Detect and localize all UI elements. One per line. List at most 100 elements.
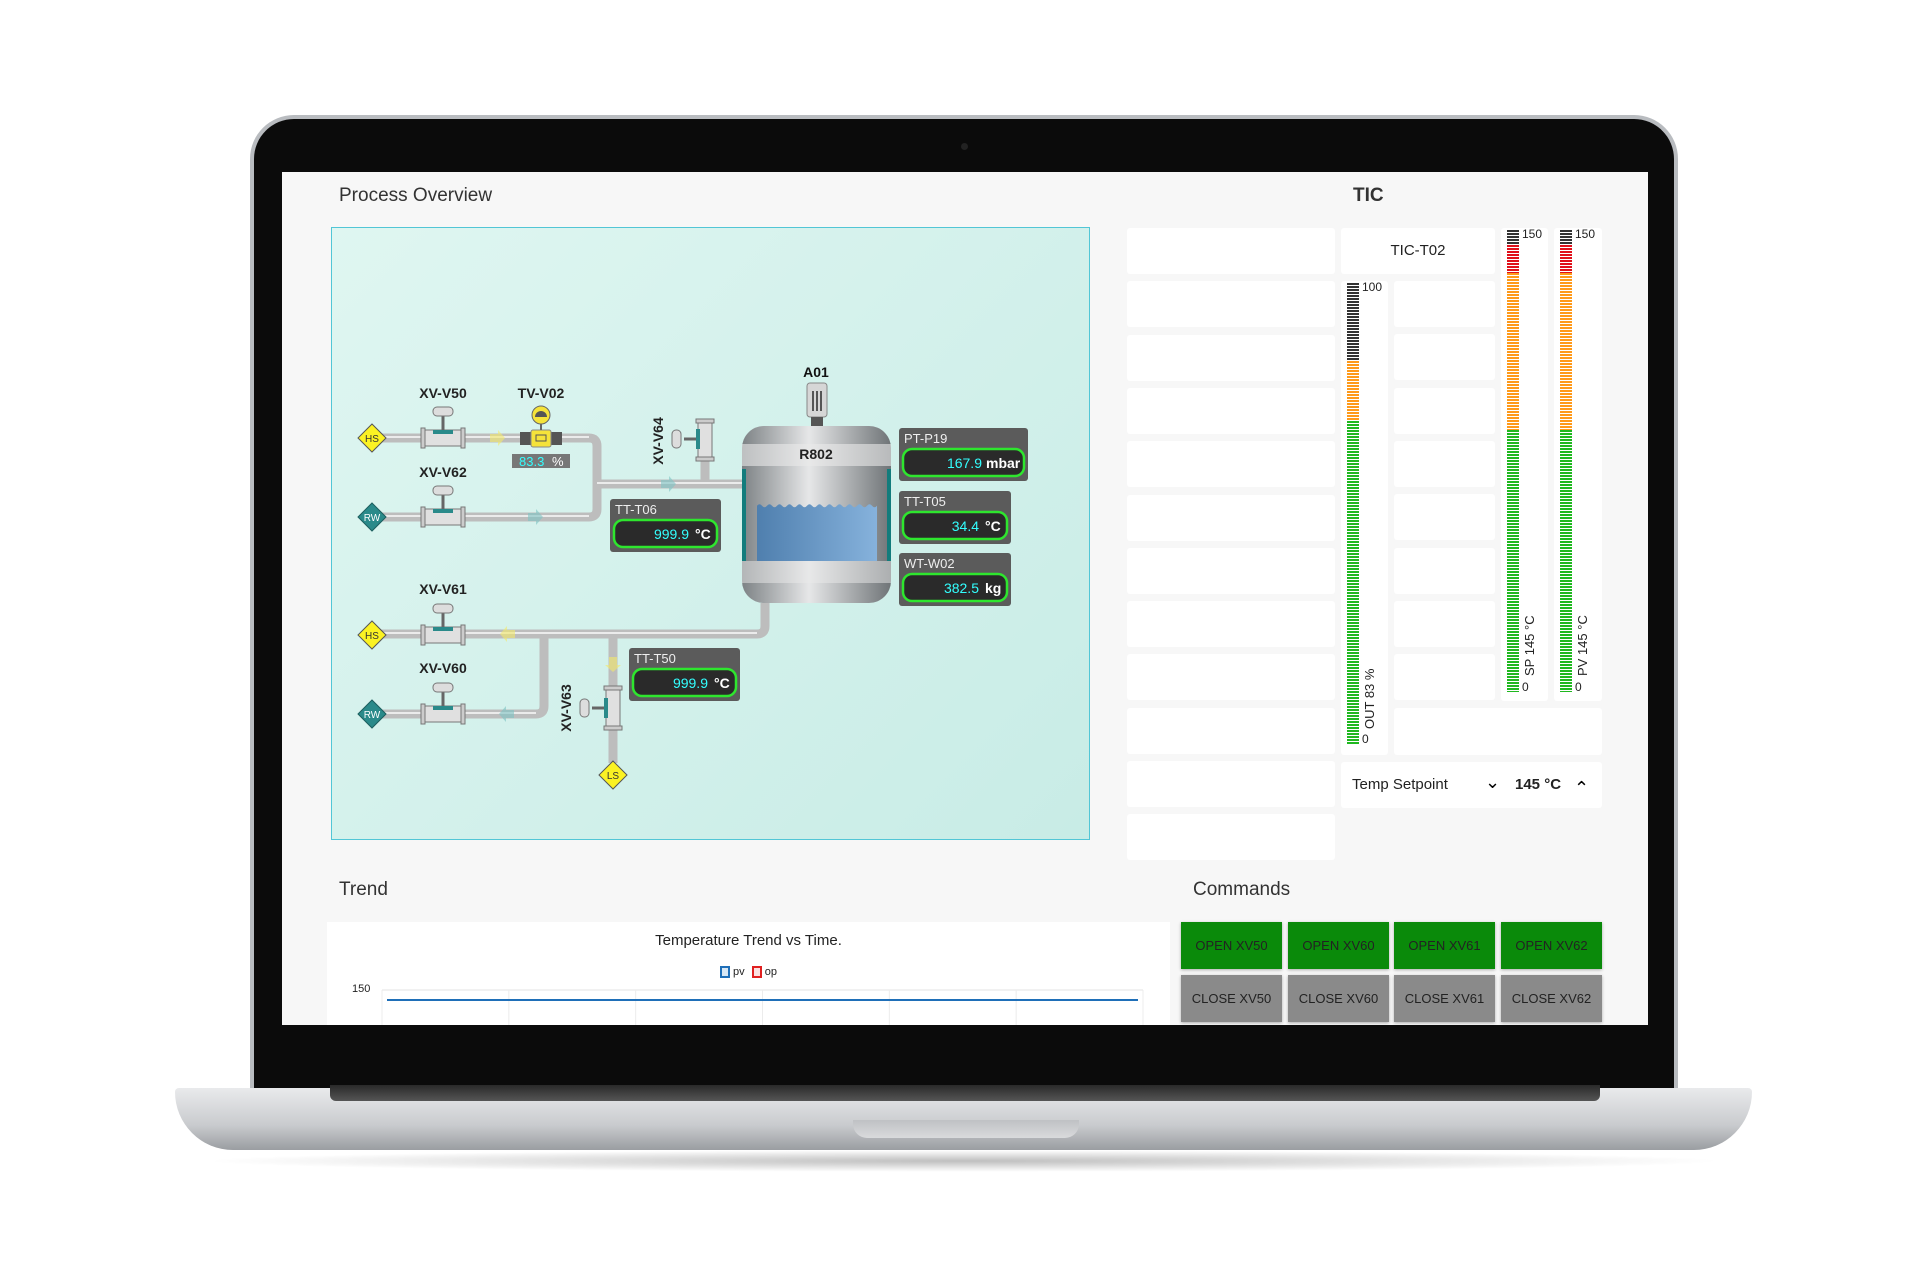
instrument-unit: mbar [986,455,1021,471]
svg-text:HS: HS [365,434,379,445]
svg-text:LS: LS [607,771,620,782]
instrument-tag: WT-W02 [904,556,955,571]
xv-v62-label: XV-V62 [419,464,467,480]
trend-title: Trend [339,879,388,900]
xv-v60-valve[interactable] [420,682,466,725]
open-xv50-button[interactable]: OPEN XV50 [1181,922,1282,969]
pv-gauge: 150 0 PV 145 °C [1554,227,1602,701]
xv-v64-label: XV-V64 [650,417,666,465]
instrument-tt-t06[interactable]: TT-T06 999.9 °C [610,499,721,552]
tic-blank-cell [1127,601,1335,648]
tic-blank-cell [1127,494,1335,541]
tic-blank-cell [1394,708,1602,755]
pv-max: 150 [1575,227,1596,241]
xv-v63-label: XV-V63 [558,684,574,732]
close-xv62-button[interactable]: CLOSE XV62 [1501,975,1602,1022]
xv-v63-valve[interactable] [579,685,623,731]
trend-chart: Temperature Trend vs Time. pv op 150 [327,922,1170,1025]
instrument-tag: TT-T06 [615,502,657,517]
flow-arrow-icon [490,430,505,446]
tic-blank-cell [1394,547,1495,594]
tv-v02-unit: % [552,454,564,469]
xv-v50-valve[interactable] [420,406,466,449]
instrument-unit: °C [714,675,730,691]
empty-zone [1560,230,1572,246]
sp-gauge-bars [1507,230,1519,692]
legend-pv[interactable]: pv [733,966,745,978]
reactor-liquid [757,504,877,561]
tic-blank-cell [1394,600,1495,647]
close-xv60-button[interactable]: CLOSE XV60 [1288,975,1389,1022]
tic-blank-cell [1394,387,1495,434]
rw-endpoint-2: RW [357,699,387,729]
pv-min: 0 [1575,680,1582,694]
tic-blank-cell [1127,814,1335,861]
empty-zone [1507,230,1519,246]
orange-zone [1507,273,1519,431]
tic-blank-cell [1394,494,1495,541]
pipe-bottom [381,603,770,639]
open-xv60-button[interactable]: OPEN XV60 [1288,922,1389,969]
close-xv50-button[interactable]: CLOSE XV50 [1181,975,1282,1022]
pv-gauge-bars [1560,230,1572,692]
rw-endpoint-1: RW [357,502,387,532]
tic-blank-cell [1394,654,1495,701]
flow-arrow-icon [605,657,621,672]
instrument-value: 999.9 [654,526,689,542]
open-xv62-button[interactable]: OPEN XV62 [1501,922,1602,969]
flow-arrow-icon [500,626,515,642]
instrument-tt-t50[interactable]: TT-T50 999.9 °C [629,648,740,701]
svg-text:RW: RW [364,513,381,524]
pipe-top-loop [381,433,602,522]
xv-v62-valve[interactable] [420,485,466,528]
legend-op-swatch[interactable] [751,966,762,979]
tv-v02-label: TV-V02 [518,385,565,401]
tic-blank-cell [1127,707,1335,754]
sp-gauge: 150 0 SP 145 °C [1501,227,1548,701]
tic-title: TIC [1353,185,1384,206]
hs-endpoint-1: HS [357,423,387,453]
instrument-unit: °C [985,518,1001,534]
instrument-value: 999.9 [673,675,708,691]
tic-blank-cell [1394,440,1495,487]
tic-blank-cell [1127,387,1335,434]
instrument-unit: °C [695,526,711,542]
process-diagram: HS RW HS RW LS XV-V50 TV-V02 XV-V62 XV-V… [331,227,1090,840]
reactor-label: R802 [799,446,833,462]
process-svg: HS RW HS RW LS XV-V50 TV-V02 XV-V62 XV-V… [357,364,1028,790]
instrument-tag: TT-T50 [634,651,676,666]
red-zone [1507,245,1519,274]
keyboard-edge [330,1085,1600,1101]
sp-max: 150 [1522,227,1543,241]
agitator-label: A01 [803,364,829,380]
camera [961,143,968,150]
instrument-tag: PT-P19 [904,431,947,446]
instrument-value: 382.5 [944,580,979,596]
legend-pv-swatch[interactable] [719,966,730,979]
tic-blank-cell [1127,654,1335,701]
flow-arrows [490,430,676,722]
out-label: OUT 83 % [1362,668,1377,729]
close-xv61-button[interactable]: CLOSE XV61 [1394,975,1495,1022]
commands-title: Commands [1193,879,1291,900]
laptop-shadow [200,1150,1727,1172]
xv-v64-valve[interactable] [671,418,715,462]
flow-arrow-icon [528,509,543,525]
tic-blank-cell [1394,281,1495,327]
increase-setpoint-chevron-up-icon[interactable]: ⌃ [1574,778,1590,798]
green-zone [1347,421,1359,744]
out-gauge: 100 0 OUT 83 % [1341,280,1388,755]
tv-v02-value: 83.3 [519,454,544,469]
red-zone [1560,245,1572,274]
decrease-setpoint-chevron-down-icon[interactable]: ⌄ [1485,772,1501,792]
temp-setpoint-value[interactable]: 145 °C [1515,776,1562,793]
tic-blank-cell [1394,334,1495,381]
open-xv61-button[interactable]: OPEN XV61 [1394,922,1495,969]
xv-v61-valve[interactable] [420,603,466,646]
tic-blank-cell [1127,761,1335,807]
legend-op[interactable]: op [764,966,778,978]
tv-v02-valve[interactable] [520,405,562,448]
